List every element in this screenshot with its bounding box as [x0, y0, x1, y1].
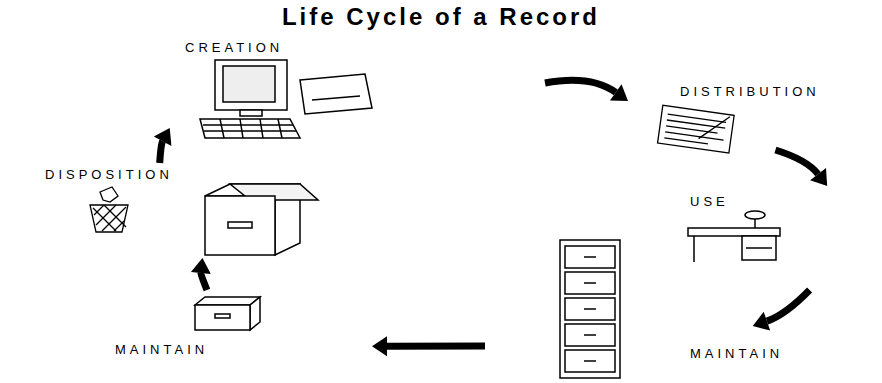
- file-box-illustration: [205, 184, 318, 255]
- stage-label: CREATION: [185, 40, 283, 55]
- stage-node: MAINTAIN: [485, 326, 800, 376]
- stage-label: DISPOSITION: [45, 167, 173, 182]
- desk-illustration: [688, 211, 780, 262]
- arrow-shaft: [775, 150, 818, 174]
- stage-node: USE: [680, 186, 840, 290]
- stage-node: DISPOSITION: [40, 163, 325, 258]
- arrow-head: [753, 312, 770, 331]
- arrow-head: [154, 128, 172, 146]
- cycle-arrow: [545, 80, 628, 101]
- document-illustration: [658, 105, 735, 153]
- arrow-head: [372, 336, 387, 356]
- cycle-arrow: [753, 290, 810, 331]
- wastebasket-illustration: [90, 187, 128, 232]
- arrow-head: [191, 258, 211, 274]
- arrow-shaft: [545, 80, 616, 92]
- arrow-head: [610, 84, 628, 101]
- arrow-head: [810, 168, 827, 186]
- stage-node: CREATION: [150, 38, 545, 128]
- computer-illustration: [200, 60, 372, 138]
- stage-label: MAINTAIN: [115, 342, 208, 357]
- arrow-shaft: [160, 141, 163, 163]
- diagram-title: Life Cycle of a Record: [0, 3, 882, 31]
- cycle-arrow: [191, 258, 211, 290]
- arrow-shaft: [767, 290, 810, 321]
- stage-label: MAINTAIN: [690, 346, 783, 361]
- filing-cabinet-illustration: [560, 240, 620, 378]
- arrow-shaft: [201, 273, 207, 290]
- cycle-arrow: [372, 336, 485, 356]
- storage-box-illustration: [195, 297, 260, 330]
- arrow-shaft: [387, 343, 485, 350]
- stage-node: DISTRIBUTION: [628, 80, 862, 150]
- cycle-arrow: [775, 150, 827, 186]
- stage-node: MAINTAIN: [110, 290, 372, 365]
- stage-label: DISTRIBUTION: [680, 84, 820, 99]
- stage-label: USE: [690, 194, 729, 209]
- cycle-arrow: [154, 128, 172, 163]
